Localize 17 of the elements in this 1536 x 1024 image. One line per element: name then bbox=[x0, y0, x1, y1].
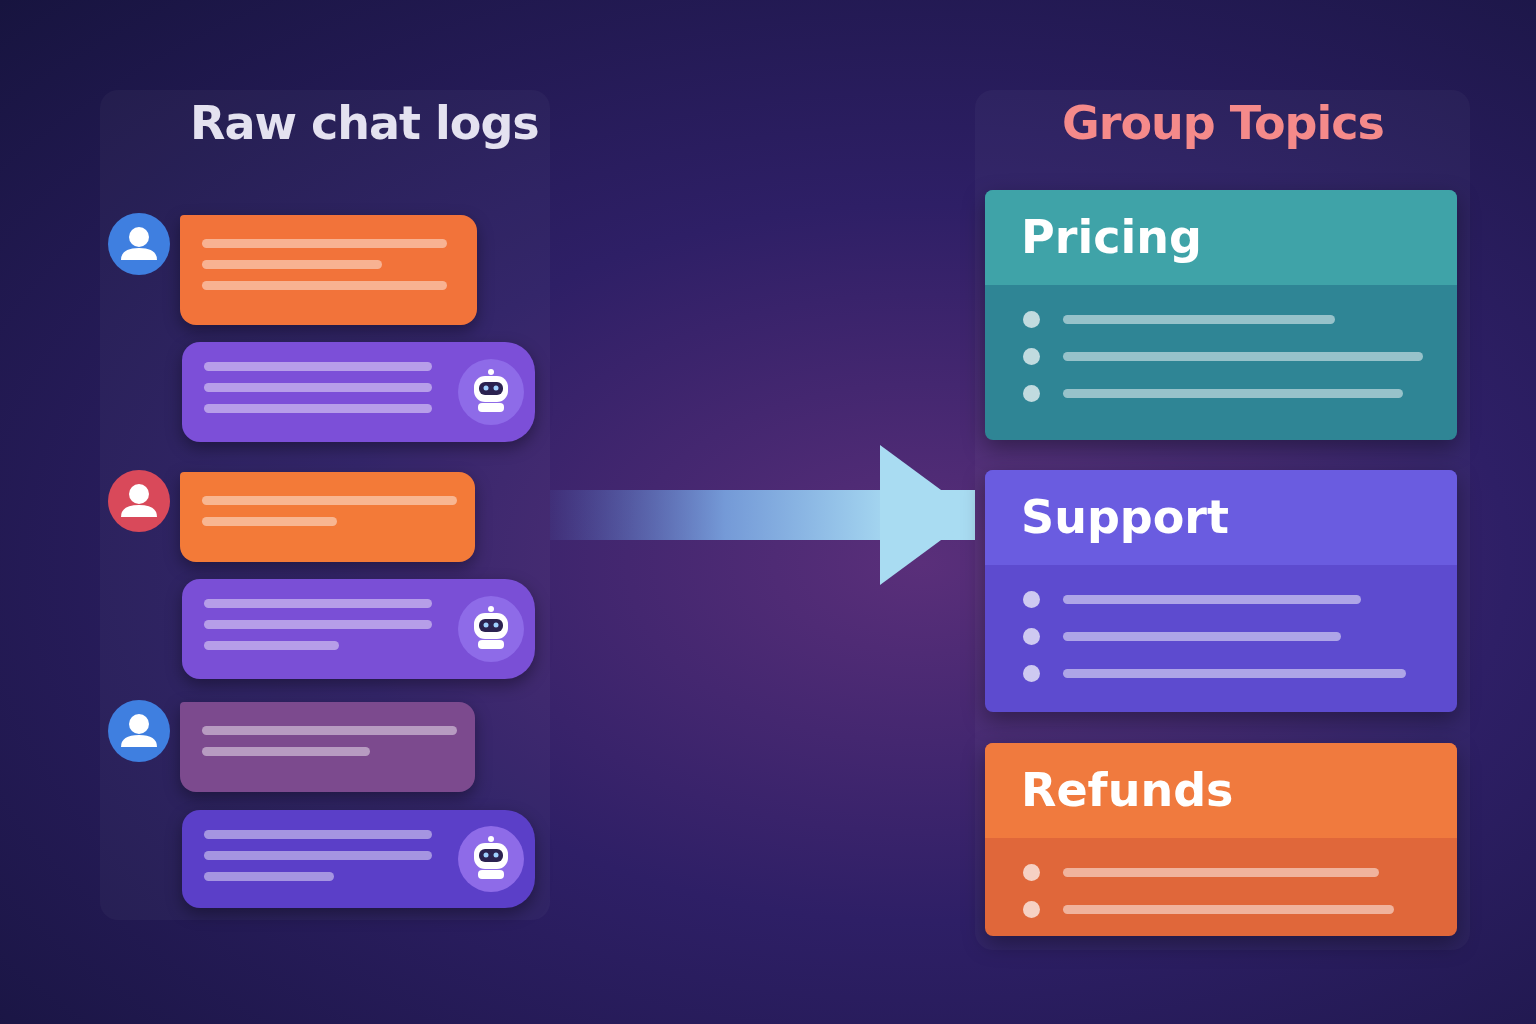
bot-chat-bubble bbox=[182, 342, 535, 442]
topic-card bbox=[985, 190, 1457, 440]
section-panel bbox=[975, 90, 1470, 950]
section-panel bbox=[100, 90, 550, 920]
section-heading: Raw chat logs bbox=[190, 96, 539, 150]
user-chat-bubble bbox=[180, 215, 477, 325]
card-title: Support bbox=[1021, 490, 1229, 544]
section-heading: Group Topics bbox=[1062, 96, 1384, 150]
topic-card bbox=[985, 470, 1457, 712]
user-chat-bubble bbox=[180, 472, 475, 562]
user-chat-bubble bbox=[180, 702, 475, 792]
bot-chat-bubble bbox=[182, 810, 535, 908]
bot-chat-bubble bbox=[182, 579, 535, 679]
card-title: Refunds bbox=[1021, 763, 1234, 817]
topic-card bbox=[985, 743, 1457, 936]
arrow bbox=[550, 445, 975, 585]
card-title: Pricing bbox=[1021, 210, 1202, 264]
